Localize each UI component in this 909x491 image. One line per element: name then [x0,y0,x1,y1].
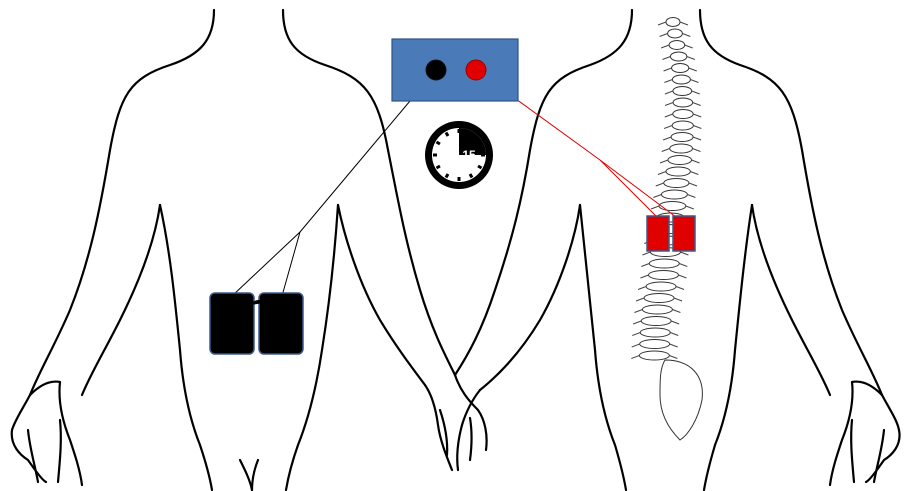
vertebra [668,156,692,165]
back-electrode-right [673,216,695,251]
vertebra [666,167,690,176]
timer-tick [478,166,481,168]
vertebra [648,271,678,280]
vertebra [668,29,683,38]
timer-tick [446,174,448,177]
front-electrode-right [259,293,303,354]
vertebra [664,179,689,188]
clasped-hands [425,375,487,470]
vertebra [670,144,693,153]
vertebra [641,317,671,326]
front-electrode-pair [210,293,303,354]
stopwatch-icon: 15 [425,121,493,189]
vertebra [673,98,693,107]
vertebra [671,133,693,142]
timer-tick [436,142,439,144]
body-front-outline [12,10,455,490]
vertebra [640,340,670,349]
device-body [392,39,518,101]
stimulator-device [392,39,518,101]
vertebra [672,121,693,130]
vertebra [642,305,672,314]
back-electrode-left [647,216,669,251]
timer-tick [436,166,439,168]
vertebra [649,259,679,268]
vertebra [672,64,689,73]
vertebra [673,87,692,96]
vertebra [672,75,690,84]
timer-tick [470,174,472,177]
vertebra [673,110,693,119]
vertebra [669,41,685,50]
timer-tick [446,132,448,135]
front-electrode-left [210,293,254,354]
positive-terminal [466,60,486,80]
negative-terminal [426,60,446,80]
vertebra [670,52,686,61]
vertebra [646,282,676,291]
black-lead-branch [282,232,300,296]
vertebra [639,351,669,360]
vertebra [661,190,687,199]
sacrum [660,360,702,440]
timer-label: 15 [462,148,476,162]
vertebra [644,294,674,303]
vertebra [659,202,686,211]
vertebra [640,328,670,337]
vertebra [666,18,680,27]
